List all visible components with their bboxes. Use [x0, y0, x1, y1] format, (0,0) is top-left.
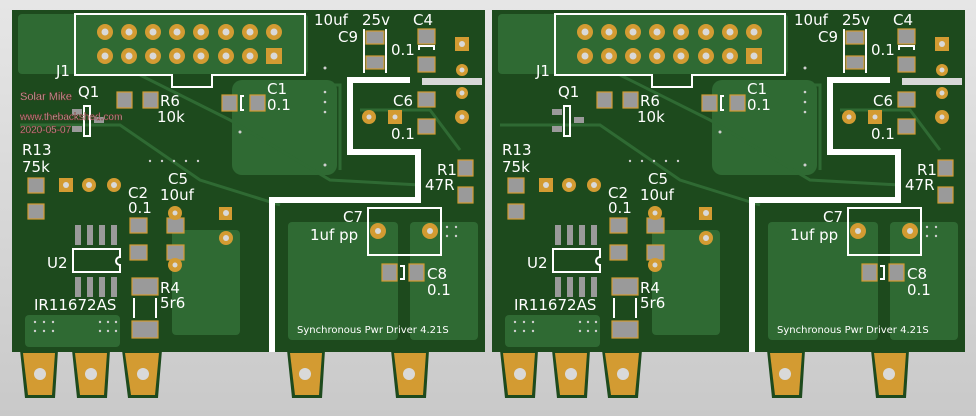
c8-value-label: 0.1 [907, 281, 931, 299]
smd-pads [507, 28, 954, 339]
r1-value-label: 47R [425, 176, 455, 194]
header-pins [97, 24, 282, 64]
c2-label: C2 [608, 184, 628, 202]
r6-label: R6 [160, 92, 180, 110]
c8-label: C8 [907, 265, 927, 283]
c6-label: C6 [873, 92, 893, 110]
c2-value-label: 0.1 [128, 199, 152, 217]
terminal-tab [391, 350, 429, 398]
c4-value-label: 0.1 [871, 41, 895, 59]
copper-pour [498, 14, 958, 347]
c7-footprint [367, 207, 442, 256]
u2-part-label: IR11672AS [514, 296, 596, 314]
silkscreen-labels: 10uf 25v C4 C9 0.1 J1 Q1 R6 10k C1 0.1 C… [22, 11, 457, 336]
r4-value-label: 5r6 [640, 294, 665, 312]
c8-label: C8 [427, 265, 447, 283]
c9-value-label: 10uf [314, 11, 349, 29]
u2-chip [552, 225, 601, 297]
r4-label: R4 [160, 279, 180, 297]
isolation-slot [269, 77, 421, 352]
c2-label: C2 [128, 184, 148, 202]
header-pins [577, 24, 762, 64]
c9-label: C9 [818, 28, 838, 46]
r13-value-label: 75k [502, 158, 530, 176]
terminal-tabs [20, 350, 429, 398]
r1-value-label: 47R [905, 176, 935, 194]
c9-voltage-label: 25v [362, 11, 390, 29]
u2-part-label: IR11672AS [34, 296, 116, 314]
silkscreen-labels: 10uf 25v C4 C9 0.1 J1 Q1 R6 10k C1 0.1 C… [502, 11, 937, 336]
c8-value-label: 0.1 [427, 281, 451, 299]
c7-footprint [847, 207, 922, 256]
c1-value-label: 0.1 [267, 96, 291, 114]
r6-label: R6 [640, 92, 660, 110]
c9-label: C9 [338, 28, 358, 46]
c5-value-label: 10uf [160, 186, 195, 204]
board-title: Synchronous Pwr Driver 4.21S [297, 325, 449, 336]
author-date: 2020-05-07 [20, 125, 72, 136]
slot-cutout [422, 78, 482, 85]
c5-label: C5 [648, 170, 668, 188]
pcb-board-right: 10uf 25v C4 C9 0.1 J1 Q1 R6 10k C1 0.1 C… [492, 10, 965, 398]
terminal-tab [871, 350, 909, 398]
q1-label: Q1 [558, 83, 579, 101]
q1-label: Q1 [78, 83, 99, 101]
r13-label: R13 [22, 141, 52, 159]
r1-label: R1 [437, 161, 457, 179]
c6-label: C6 [393, 92, 413, 110]
c5-value-label: 10uf [640, 186, 675, 204]
j1-label: J1 [55, 62, 70, 80]
c9-value-label: 10uf [794, 11, 829, 29]
author-website: www.thebackshed.com [19, 112, 122, 123]
c7-value-label: 1uf pp [790, 226, 838, 244]
c7-label: C7 [343, 208, 363, 226]
r1-label: R1 [917, 161, 937, 179]
j1-header [74, 13, 306, 88]
terminal-tab [122, 350, 162, 398]
r13-value-label: 75k [22, 158, 50, 176]
terminal-tab [552, 350, 590, 398]
vias [513, 66, 938, 333]
j1-label: J1 [535, 62, 550, 80]
c5-label: C5 [168, 170, 188, 188]
vias [33, 66, 458, 333]
slot-cutout [902, 78, 962, 85]
q1-transistor [552, 105, 584, 137]
c4-label: C4 [893, 11, 913, 29]
c4-label: C4 [413, 11, 433, 29]
r6-value-label: 10k [157, 108, 185, 126]
terminal-tab [602, 350, 642, 398]
r4-label: R4 [640, 279, 660, 297]
c4-value-label: 0.1 [391, 41, 415, 59]
c7-label: C7 [823, 208, 843, 226]
c6-value-label: 0.1 [391, 125, 415, 143]
terminal-tabs [500, 350, 909, 398]
r13-label: R13 [502, 141, 532, 159]
c7-value-label: 1uf pp [310, 226, 358, 244]
terminal-tab [20, 350, 58, 398]
board-title: Synchronous Pwr Driver 4.21S [777, 325, 929, 336]
r6-value-label: 10k [637, 108, 665, 126]
c1-label: C1 [747, 80, 767, 98]
u2-label: U2 [47, 254, 68, 272]
terminal-tab [72, 350, 110, 398]
isolation-slot [749, 77, 901, 352]
u2-label: U2 [527, 254, 548, 272]
c6-value-label: 0.1 [871, 125, 895, 143]
smd-pads [27, 28, 474, 339]
terminal-tab [500, 350, 538, 398]
terminal-tab [767, 350, 805, 398]
r4-value-label: 5r6 [160, 294, 185, 312]
c1-label: C1 [267, 80, 287, 98]
c2-value-label: 0.1 [608, 199, 632, 217]
terminal-tab [287, 350, 325, 398]
u2-chip [72, 225, 121, 297]
c1-value-label: 0.1 [747, 96, 771, 114]
c9-voltage-label: 25v [842, 11, 870, 29]
author-name: Solar Mike [20, 91, 72, 103]
j1-header [554, 13, 786, 88]
q1-transistor [72, 105, 104, 137]
author-block: Solar Mike www.thebackshed.com 2020-05-0… [19, 91, 123, 136]
